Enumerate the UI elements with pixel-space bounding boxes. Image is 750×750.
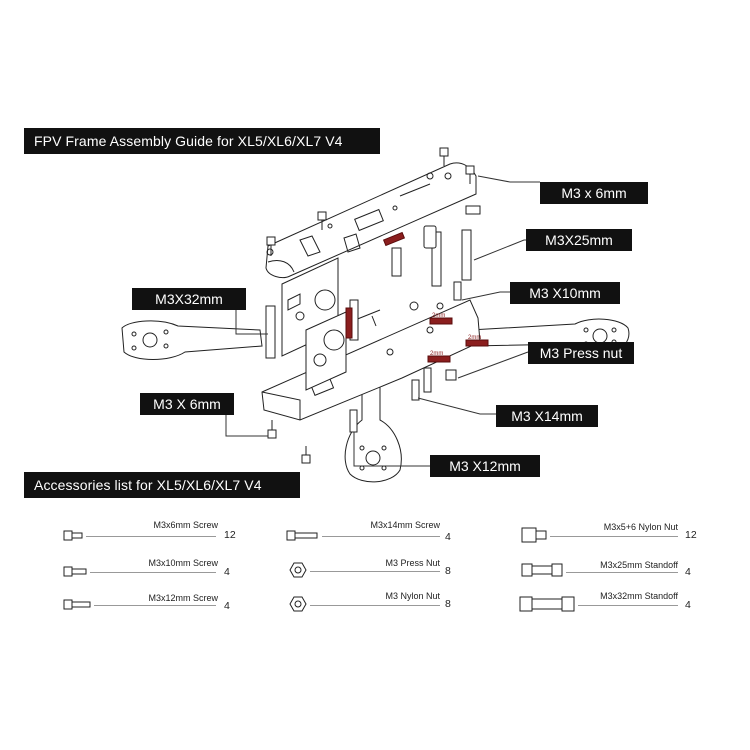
accessory-line (94, 605, 216, 606)
screw-long-icon (286, 530, 318, 541)
accessory-qty: 12 (224, 529, 236, 541)
accessory-label: M3x6mm Screw (153, 520, 218, 530)
accessory-qty: 8 (445, 565, 451, 577)
accessory-label: M3x25mm Standoff (600, 560, 678, 570)
nylon-standoff-nut-icon (521, 527, 547, 543)
accessory-label: M3x12mm Screw (148, 593, 218, 603)
nylon-nut-icon (289, 596, 307, 612)
standoffs (265, 225, 472, 359)
standoff-short-icon (521, 563, 563, 577)
accessory-label: M3x10mm Screw (148, 558, 218, 568)
accessory-qty: 12 (685, 529, 697, 541)
accessory-line (90, 572, 216, 573)
top-plate (265, 162, 477, 279)
accessory-qty: 4 (224, 566, 230, 578)
accessory-line (578, 605, 678, 606)
side-plates (281, 257, 347, 391)
callout-press-nut: M3 Press nut (528, 342, 634, 364)
accessory-line (86, 536, 216, 537)
callout-m3x32: M3X32mm (132, 288, 246, 310)
red-spacers (345, 231, 489, 363)
accessory-qty: 4 (685, 566, 691, 578)
bottom-arm (344, 349, 402, 483)
assembly-guide-title: FPV Frame Assembly Guide for XL5/XL6/XL7… (24, 128, 380, 154)
accessory-line (310, 605, 440, 606)
press-nut-icon (289, 562, 307, 578)
accessory-line (322, 536, 440, 537)
screws (266, 147, 481, 464)
callout-m3x6-left: M3 X 6mm (140, 393, 234, 415)
red-spacer-label: 2mm (468, 335, 482, 341)
callout-m3x10: M3 X10mm (510, 282, 620, 304)
accessory-qty: 4 (445, 531, 451, 543)
callout-m3x14: M3 X14mm (496, 405, 598, 427)
screw-medium-icon (63, 599, 91, 610)
red-spacer-label: 2mm (430, 351, 444, 357)
left-arm (121, 320, 263, 360)
red-spacer-label: 2mm (432, 313, 446, 319)
accessory-label: M3x32mm Standoff (600, 591, 678, 601)
accessory-label: M3x5+6 Nylon Nut (603, 522, 678, 532)
accessory-qty: 8 (445, 598, 451, 610)
screw-short-icon (63, 530, 83, 541)
accessory-qty: 4 (224, 600, 230, 612)
standoff-long-icon (519, 596, 575, 612)
accessory-qty: 4 (685, 599, 691, 611)
accessory-line (310, 571, 440, 572)
callout-m3x25: M3X25mm (526, 229, 632, 251)
accessory-line (566, 572, 678, 573)
callout-m3x6-top: M3 x 6mm (540, 182, 648, 204)
accessory-line (550, 536, 678, 537)
accessories-title: Accessories list for XL5/XL6/XL7 V4 (24, 472, 300, 498)
accessory-label: M3 Press Nut (385, 558, 440, 568)
callout-m3x12: M3 X12mm (430, 455, 540, 477)
accessory-label: M3 Nylon Nut (385, 591, 440, 601)
screw-medium-icon (63, 566, 87, 577)
accessory-label: M3x14mm Screw (370, 520, 440, 530)
